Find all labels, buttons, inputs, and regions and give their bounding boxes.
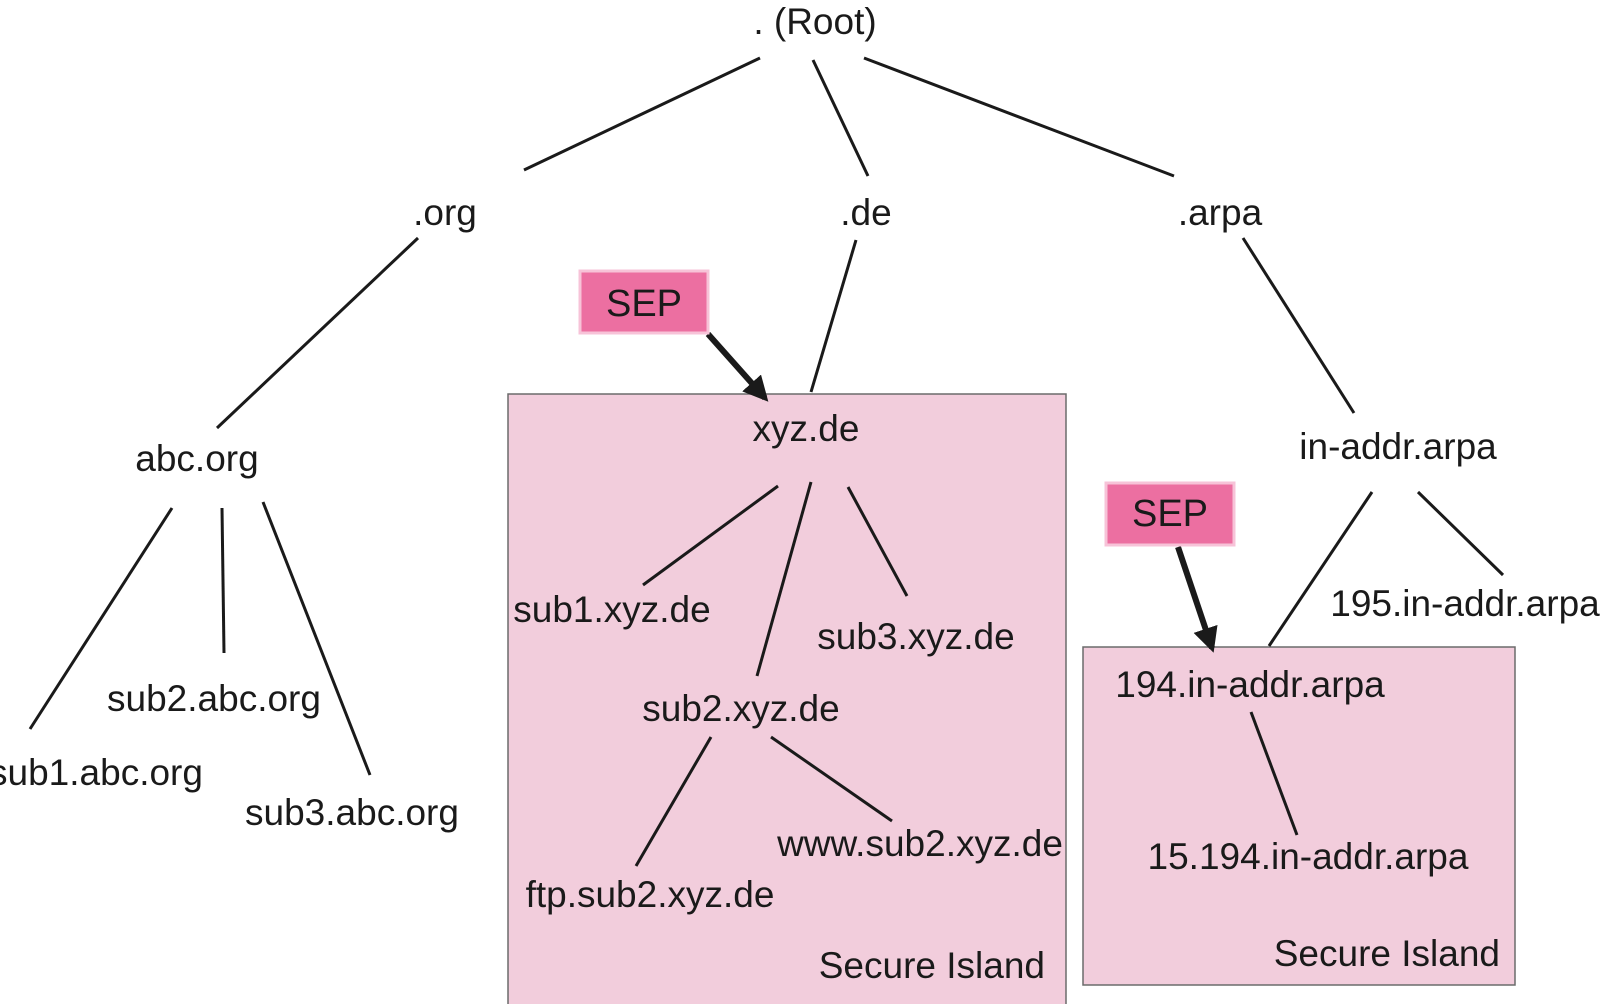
secure-island-label-right: Secure Island bbox=[1274, 933, 1500, 974]
node-de: .de bbox=[840, 192, 891, 233]
edge-sub2-ftp bbox=[634, 736, 713, 867]
node-abc-org: abc.org bbox=[135, 438, 258, 479]
edge-abc-org-sub1 bbox=[28, 507, 174, 730]
sep-arrow-right bbox=[1175, 546, 1218, 653]
edge-abc-org-sub2 bbox=[220, 507, 226, 654]
tree-nodes: . (Root) .org .de .arpa abc.org sub1.abc… bbox=[0, 1, 1600, 915]
edge-arpa-in-addr bbox=[1241, 237, 1356, 414]
edge-194-15 bbox=[1249, 711, 1299, 836]
edge-in-addr-195 bbox=[1416, 490, 1505, 577]
edge-in-addr-194 bbox=[1267, 491, 1374, 647]
node-sub3-abc-org: sub3.abc.org bbox=[245, 792, 459, 833]
sep-badge-right: SEP bbox=[1104, 481, 1236, 547]
node-org: .org bbox=[413, 192, 477, 233]
sep-box-right bbox=[1104, 481, 1236, 547]
node-in-addr-arpa: in-addr.arpa bbox=[1299, 426, 1497, 467]
sep-arrow-left bbox=[705, 332, 769, 402]
node-sub1-abc-org: sub1.abc.org bbox=[0, 752, 203, 793]
edge-xyz-sub3 bbox=[846, 486, 909, 597]
edge-sub2-www bbox=[770, 735, 893, 823]
sep-label-left: SEP bbox=[606, 283, 682, 325]
node-root: . (Root) bbox=[753, 1, 876, 42]
tree-edges bbox=[28, 56, 1505, 867]
node-15-194-in-addr-arpa: 15.194.in-addr.arpa bbox=[1148, 836, 1469, 877]
node-www-sub2-xyz-de: www.sub2.xyz.de bbox=[776, 823, 1063, 864]
secure-island-xyz-de bbox=[507, 393, 1067, 1004]
edge-root-arpa bbox=[863, 56, 1175, 178]
node-194-in-addr-arpa: 194.in-addr.arpa bbox=[1115, 664, 1385, 705]
edge-abc-org-sub3 bbox=[261, 501, 372, 776]
node-sub2-xyz-de: sub2.xyz.de bbox=[642, 688, 839, 729]
secure-island-194-in-addr-arpa bbox=[1082, 646, 1516, 986]
edge-xyz-sub1 bbox=[642, 484, 779, 587]
sep-box-left bbox=[578, 269, 710, 335]
node-ftp-sub2-xyz-de: ftp.sub2.xyz.de bbox=[526, 874, 775, 915]
node-195-in-addr-arpa: 195.in-addr.arpa bbox=[1330, 583, 1600, 624]
node-sub2-abc-org: sub2.abc.org bbox=[107, 678, 321, 719]
edge-xyz-sub2 bbox=[755, 481, 813, 677]
node-xyz-de: xyz.de bbox=[753, 408, 860, 449]
edge-org-abc-org bbox=[215, 236, 420, 430]
node-arpa: .arpa bbox=[1178, 192, 1263, 233]
sep-badge-left: SEP bbox=[578, 269, 710, 335]
secure-island-label-left: Secure Island bbox=[819, 945, 1045, 986]
sep-label-right: SEP bbox=[1132, 493, 1208, 535]
edge-de-xyz-de bbox=[809, 239, 858, 393]
edge-root-org bbox=[523, 56, 761, 172]
node-sub1-xyz-de: sub1.xyz.de bbox=[513, 589, 710, 630]
edge-root-de bbox=[811, 59, 870, 177]
node-sub3-xyz-de: sub3.xyz.de bbox=[817, 616, 1014, 657]
